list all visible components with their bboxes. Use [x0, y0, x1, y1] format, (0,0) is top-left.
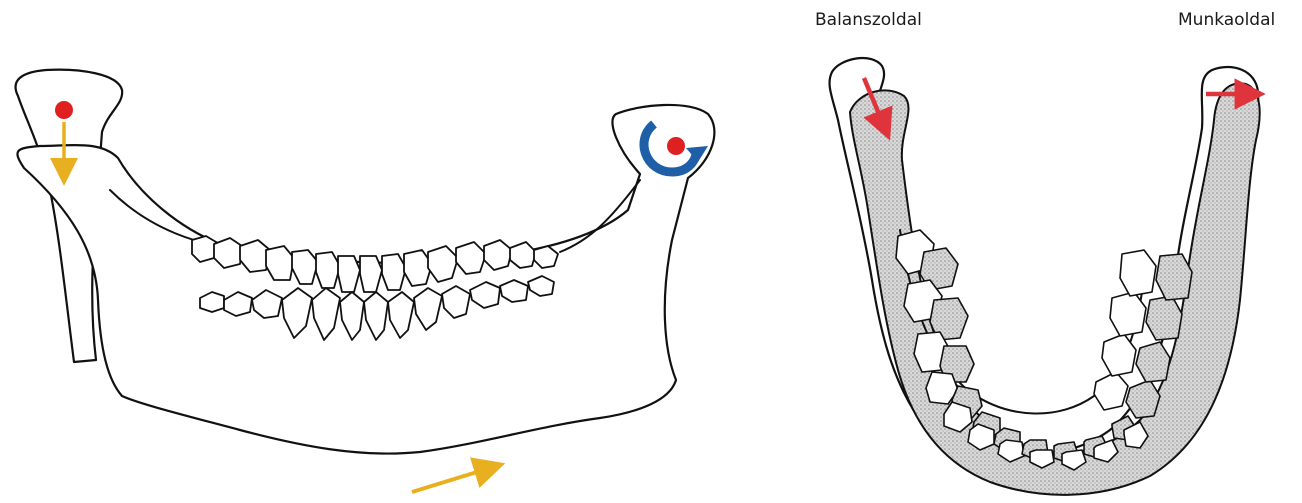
red-dot-icon — [55, 101, 73, 119]
lateral-mandible — [16, 70, 715, 492]
occlusal-mandible — [830, 58, 1260, 495]
forward-arrow-icon — [412, 468, 490, 492]
red-dot-icon — [667, 137, 685, 155]
